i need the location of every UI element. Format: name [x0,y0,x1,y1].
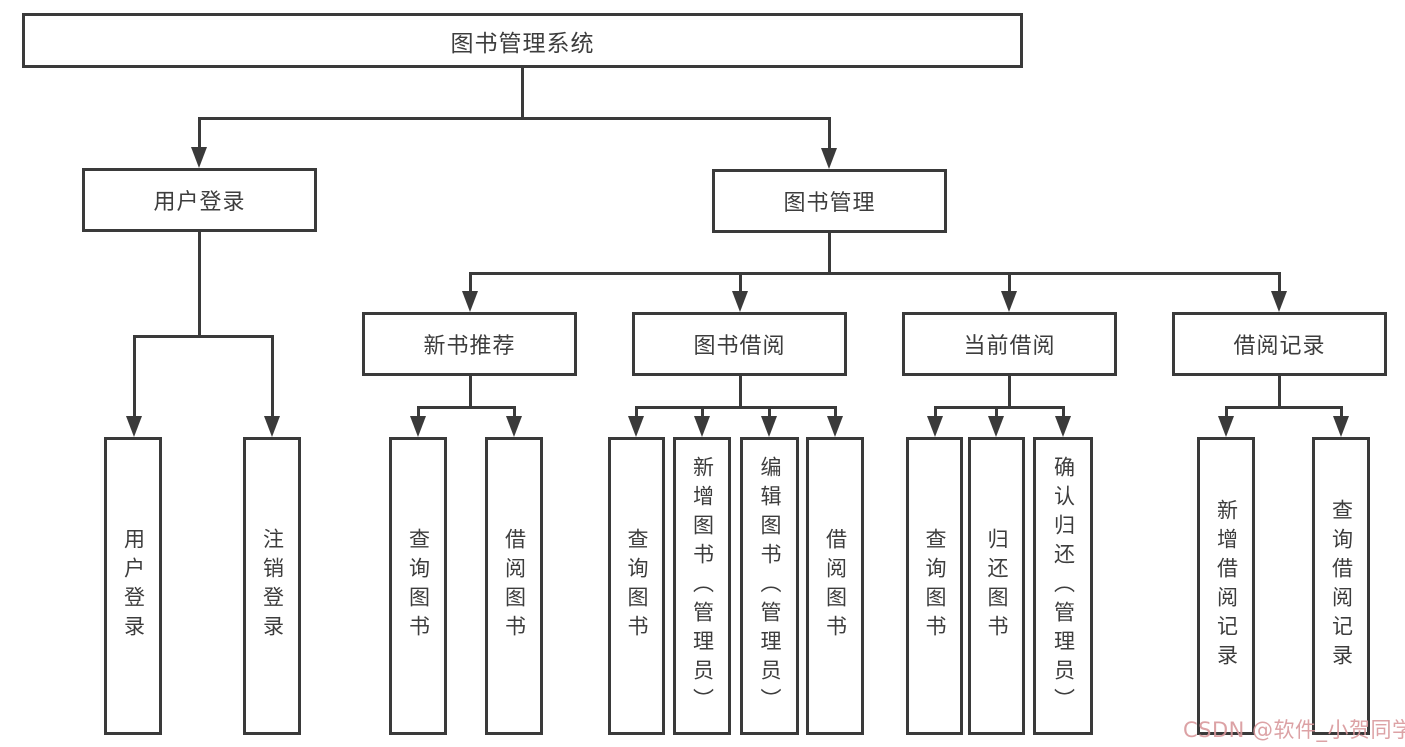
node-user-login: 用户登录 [82,168,317,232]
connector-line [271,338,274,418]
connector-line [1008,275,1011,293]
leaf-query-borrow-record: 查询借阅记录 [1312,437,1370,735]
connector-line [828,233,831,274]
node-label: 图书借阅 [693,334,786,359]
arrowhead-down-icon [191,147,207,168]
connector-line [1062,409,1065,418]
arrowhead-down-icon [827,416,843,437]
arrowhead-down-icon [126,416,142,437]
node-label: 当前借阅 [963,334,1056,359]
arrowhead-down-icon [821,148,837,169]
node-root-library-system: 图书管理系统 [22,13,1023,68]
leaf-bor-borrow-book: 借阅图书 [806,437,864,735]
connector-line [198,120,201,148]
leaf-label: 归还图书 [985,528,1009,644]
connector-line [417,406,516,409]
leaf-cur-return-book: 归还图书 [968,437,1025,735]
connector-line [934,409,937,418]
connector-line [417,409,420,418]
connector-line [198,232,201,337]
arrowhead-down-icon [462,291,478,312]
node-label: 图书管理系统 [450,30,595,57]
node-borrow-record: 借阅记录 [1172,312,1387,376]
connector-line [828,120,831,149]
connector-line [1278,376,1281,408]
connector-line [739,376,742,408]
leaf-label: 查询图书 [923,528,947,644]
leaf-logout: 注销登录 [243,437,301,735]
connector-line [635,406,837,409]
connector-line [133,338,136,418]
leaf-user-login: 用户登录 [104,437,162,735]
leaf-cur-confirm-return-admin: 确认归还（管理员） [1033,437,1093,735]
connector-line [1278,275,1281,293]
node-label: 新书推荐 [423,334,516,359]
connector-line [198,117,831,120]
connector-line [469,275,472,293]
arrowhead-down-icon [1001,291,1017,312]
arrowhead-down-icon [732,291,748,312]
leaf-label: 注销登录 [260,528,285,644]
leaf-bor-add-book-admin: 新增图书（管理员） [673,437,731,735]
leaf-rec-borrow-book: 借阅图书 [485,437,543,735]
connector-line [513,409,516,418]
arrowhead-down-icon [927,416,943,437]
leaf-label: 查询图书 [406,528,431,644]
connector-line [469,272,1281,275]
connector-line [995,409,998,418]
connector-line [934,406,1065,409]
arrowhead-down-icon [1218,416,1234,437]
arrowhead-down-icon [1055,416,1071,437]
leaf-label: 编辑图书（管理员） [758,455,782,717]
arrowhead-down-icon [1271,291,1287,312]
node-label: 图书管理 [783,191,876,216]
connector-line [133,335,274,338]
node-book-borrow: 图书借阅 [632,312,847,376]
connector-line [768,409,771,418]
leaf-bor-edit-book-admin: 编辑图书（管理员） [740,437,799,735]
arrowhead-down-icon [694,416,710,437]
csdn-watermark: CSDN @软件_小贺同学 [1183,718,1405,742]
leaf-label: 借阅图书 [823,528,848,644]
leaf-cur-query-book: 查询图书 [906,437,963,735]
leaf-label: 借阅图书 [502,528,527,644]
connector-line [1225,409,1228,418]
node-new-book-recommendation: 新书推荐 [362,312,577,376]
connector-line [521,68,524,117]
leaf-add-borrow-record: 新增借阅记录 [1197,437,1255,735]
leaf-rec-query-book: 查询图书 [389,437,447,735]
arrowhead-down-icon [988,416,1004,437]
leaf-label: 用户登录 [121,528,146,644]
connector-line [701,409,704,418]
connector-line [1340,409,1343,418]
arrowhead-down-icon [410,416,426,437]
arrowhead-down-icon [628,416,644,437]
leaf-label: 新增借阅记录 [1214,499,1239,673]
leaf-label: 查询借阅记录 [1329,499,1354,673]
connector-line [834,409,837,418]
arrowhead-down-icon [1333,416,1349,437]
arrowhead-down-icon [761,416,777,437]
connector-line [469,376,472,408]
arrowhead-down-icon [264,416,280,437]
leaf-label: 确认归还（管理员） [1051,455,1076,717]
connector-line [739,275,742,293]
node-label: 用户登录 [153,190,246,215]
node-current-borrow: 当前借阅 [902,312,1117,376]
node-book-management: 图书管理 [712,169,947,233]
leaf-bor-query-book: 查询图书 [608,437,665,735]
node-label: 借阅记录 [1233,334,1326,359]
connector-line [635,409,638,418]
connector-line [1225,406,1343,409]
leaf-label: 新增图书（管理员） [690,455,715,717]
leaf-label: 查询图书 [625,528,649,644]
arrowhead-down-icon [506,416,522,437]
connector-line [1008,376,1011,408]
